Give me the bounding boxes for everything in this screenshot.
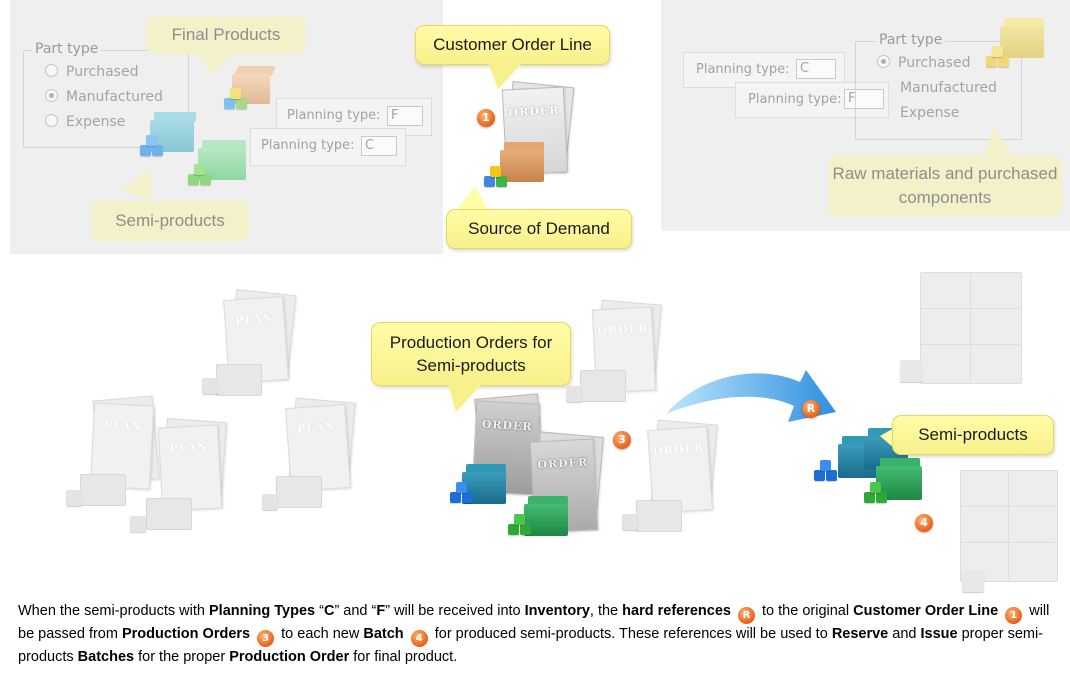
callout-semi-products-right: Semi-products	[892, 415, 1054, 455]
cube-icon	[900, 360, 922, 382]
badge-1: 1	[477, 109, 495, 127]
radio-expense[interactable]: Expense	[900, 105, 959, 121]
cube-icon	[188, 174, 199, 185]
cube-icon	[130, 516, 146, 532]
document-label: ORDER	[481, 417, 533, 434]
radio-expense[interactable]: Expense	[45, 114, 125, 130]
cube-icon	[962, 570, 984, 592]
cube-icon	[820, 460, 831, 471]
cube-icon	[622, 514, 638, 530]
badge-4-inline: 4	[410, 630, 428, 647]
cube-icon	[876, 492, 887, 503]
planning-type-f-right: Planning type: F	[735, 82, 889, 118]
cube-icon	[200, 174, 211, 185]
cube-icon	[814, 470, 825, 481]
part-type-group-right: Part type	[855, 32, 1022, 140]
cube-icon	[496, 176, 507, 187]
cube-icon	[986, 56, 997, 67]
badge-r-inline: R	[738, 607, 755, 624]
document-label: PLAN	[103, 418, 143, 434]
callout-tail	[880, 428, 894, 448]
radio-icon	[45, 64, 58, 77]
cube-icon	[202, 378, 218, 394]
radio-selected-icon	[877, 55, 890, 68]
cube-icon	[230, 88, 241, 99]
callout-source-of-demand: Source of Demand	[446, 209, 632, 249]
cube-icon	[864, 492, 875, 503]
explanation-paragraph: When the semi-products with Planning Typ…	[18, 603, 1050, 665]
callout-raw-materials: Raw materials and purchased components	[828, 155, 1062, 217]
badge-4: 4	[915, 514, 933, 532]
badge-1-inline: 1	[1005, 607, 1023, 624]
cube-icon	[236, 98, 247, 109]
cube-icon	[514, 514, 525, 525]
document-label: PLAN	[169, 440, 209, 456]
cube-icon	[484, 176, 495, 187]
cube-icon	[450, 492, 461, 503]
planning-type-label: Planning type:	[287, 108, 381, 123]
planning-type-label: Planning type:	[261, 138, 355, 153]
radio-label: Expense	[66, 114, 126, 130]
radio-selected-icon	[45, 89, 58, 102]
planning-type-value[interactable]: C	[361, 136, 397, 156]
radio-label: Manufactured	[66, 89, 163, 105]
planning-type-label: Planning type:	[748, 92, 842, 107]
cube-icon	[870, 482, 881, 493]
cube-icon	[456, 482, 467, 493]
planning-type-value[interactable]: F	[844, 89, 884, 109]
badge-r: R	[802, 400, 820, 418]
callout-semi-products-left: Semi-products	[91, 201, 249, 241]
cube-icon	[194, 164, 205, 175]
radio-manufactured[interactable]: Manufactured	[45, 89, 163, 105]
cube-icon	[826, 470, 837, 481]
part-type-group-left: Part type	[23, 41, 189, 148]
cube-icon	[508, 524, 519, 535]
cube-icon	[152, 145, 163, 156]
callout-tail	[198, 53, 234, 75]
planning-type-value[interactable]: C	[796, 59, 836, 79]
document-label: ORDER	[537, 455, 589, 472]
radio-label: Manufactured	[900, 80, 997, 96]
callout-tail	[455, 186, 489, 212]
cube-icon	[140, 145, 151, 156]
callout-production-orders: Production Orders for Semi-products	[371, 322, 571, 386]
cube-icon	[520, 524, 531, 535]
curved-arrow-icon	[666, 370, 836, 422]
part-type-legend: Part type	[876, 32, 946, 48]
document-label: PLAN	[234, 311, 275, 328]
radio-label: Purchased	[66, 64, 139, 80]
cube-icon	[224, 98, 235, 109]
callout-customer-order-line: Customer Order Line	[415, 25, 610, 65]
callout-final-products: Final Products	[146, 16, 306, 54]
cube-icon	[566, 386, 582, 402]
callout-tail	[984, 126, 1012, 156]
planning-type-label: Planning type:	[696, 62, 790, 77]
planning-type-value[interactable]: F	[387, 106, 423, 126]
document-label: ORDER	[597, 321, 649, 338]
document-label: ORDER	[508, 103, 560, 120]
cube-icon	[462, 492, 473, 503]
radio-purchased[interactable]: Purchased	[45, 64, 138, 80]
radio-manufactured[interactable]: Manufactured	[900, 80, 997, 96]
cube-icon	[998, 56, 1009, 67]
cube-icon	[66, 490, 82, 506]
badge-3: 3	[613, 431, 631, 449]
part-type-legend: Part type	[32, 41, 102, 57]
cube-icon	[992, 46, 1003, 57]
planning-type-c-left: Planning type: C	[250, 128, 406, 166]
cube-icon	[146, 135, 157, 146]
badge-3-inline: 3	[257, 630, 275, 647]
radio-purchased[interactable]: Purchased	[877, 55, 970, 71]
radio-icon	[45, 114, 58, 127]
document-label: PLAN	[296, 419, 337, 436]
radio-label: Purchased	[898, 55, 971, 71]
cube-icon	[490, 166, 501, 177]
radio-label: Expense	[900, 105, 960, 121]
cube-icon	[262, 494, 278, 510]
